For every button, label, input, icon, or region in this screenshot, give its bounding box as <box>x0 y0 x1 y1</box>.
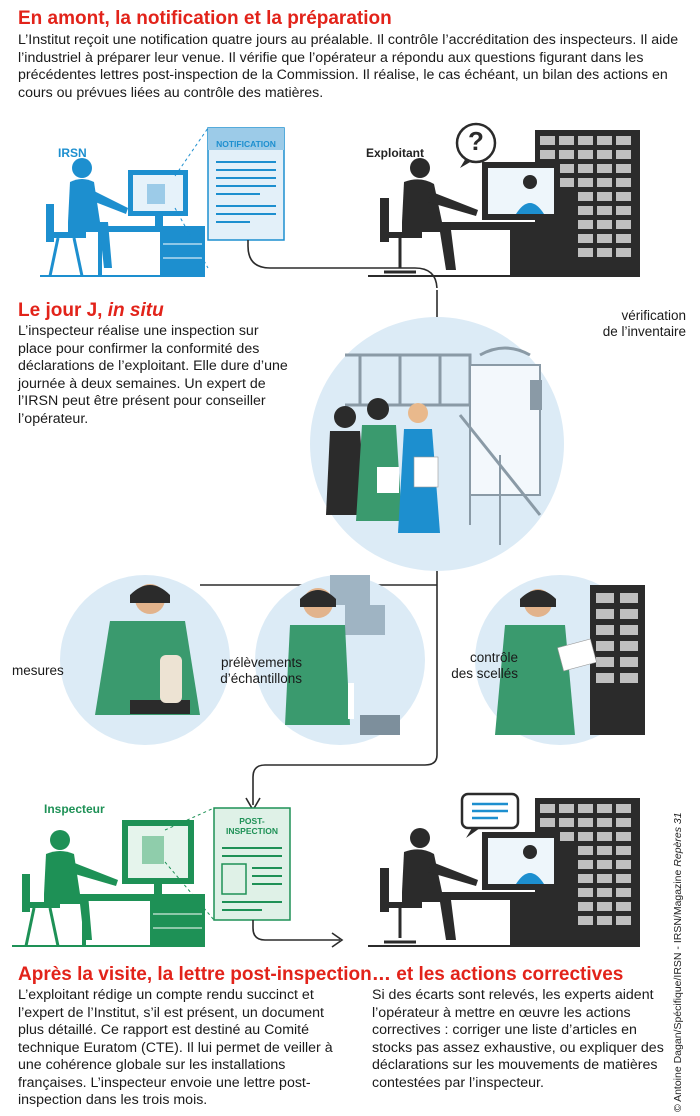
mesures-circle-illustration <box>60 575 230 745</box>
scene-post-inspection <box>12 792 640 948</box>
post-inspection-doc-title: POST- INSPECTION <box>226 816 278 836</box>
exploitant-desk-illustration <box>368 130 640 277</box>
question-bubble-icon <box>455 122 497 168</box>
section1-text: L’Institut reçoit une notification quatr… <box>18 32 679 101</box>
scene-notification <box>40 122 640 288</box>
exploitant-corrective-illustration <box>368 798 640 947</box>
section4-title: … et les actions correctives <box>372 964 624 985</box>
message-bubble-icon <box>460 792 520 838</box>
mesures-label: mesures <box>12 663 64 678</box>
inventory-check-label: vérification de l’inventaire <box>602 308 686 339</box>
question-mark: ? <box>468 126 484 156</box>
scelles-circle-illustration <box>475 575 645 745</box>
section1-title: En amont, la notification et la préparat… <box>18 8 392 29</box>
irsn-label: IRSN <box>58 146 87 160</box>
section3-title: Après la visite, la lettre post-inspecti… <box>18 964 391 985</box>
exploitant-label: Exploitant <box>366 146 425 160</box>
section3-text: L’exploitant rédige un compte rendu succ… <box>18 987 333 1108</box>
section2-text: L’inspecteur réalise une inspection sur … <box>18 323 288 427</box>
image-credit: © Antoine Dagan/Spécifique/IRSN - IRSN/M… <box>672 812 684 1112</box>
post-inspection-document-icon <box>213 807 291 921</box>
section2-title: Le jour J, in situ <box>18 300 164 321</box>
notification-doc-title: NOTIFICATION <box>216 139 276 149</box>
scelles-label: contrôle des scellés <box>451 650 518 681</box>
scene-inspection-flow <box>60 290 645 805</box>
inspecteur-desk-illustration <box>12 820 205 947</box>
installation-circle-illustration <box>310 317 564 571</box>
inspecteur-label: Inspecteur <box>44 802 105 816</box>
prelevements-label: prélèvements d’échantillons <box>220 655 302 686</box>
notification-document-icon <box>207 127 285 241</box>
prelevements-circle-illustration <box>255 575 425 745</box>
section4-text: Si des écarts sont relevés, les experts … <box>372 987 664 1091</box>
irsn-desk-illustration <box>40 158 205 277</box>
